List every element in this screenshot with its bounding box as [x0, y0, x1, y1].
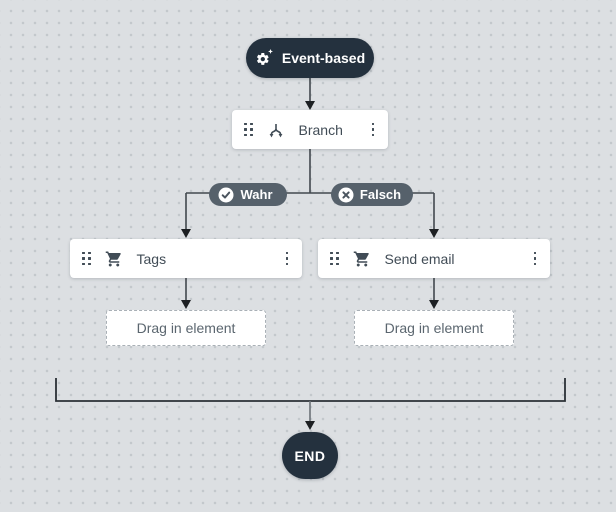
drag-handle-icon[interactable]: [330, 251, 339, 266]
edge-label-false: Falsch: [331, 183, 413, 206]
tags-label: Tags: [136, 250, 167, 267]
gear-sparkle-icon: [255, 48, 275, 68]
branch-split-icon: [267, 121, 285, 139]
end-node: END: [282, 432, 338, 479]
drag-handle-icon[interactable]: [82, 251, 91, 266]
drag-handle-icon[interactable]: [244, 122, 253, 137]
tags-menu-icon[interactable]: [284, 249, 291, 269]
dropzone-left-label: Drag in element: [136, 320, 236, 336]
x-circle-icon: [338, 187, 354, 203]
send-email-node[interactable]: Send email: [318, 239, 550, 278]
dropzone-right-label: Drag in element: [384, 320, 484, 336]
edge-label-true: Wahr: [209, 183, 287, 206]
send-email-label: Send email: [384, 250, 455, 267]
tags-node[interactable]: Tags: [70, 239, 302, 278]
shopping-cart-icon: [353, 250, 371, 268]
dropzone-right[interactable]: Drag in element: [354, 310, 514, 346]
branch-node[interactable]: Branch: [232, 110, 388, 149]
shopping-cart-icon: [105, 250, 123, 268]
branch-label: Branch: [298, 121, 343, 138]
edge-label-true-text: Wahr: [240, 187, 273, 202]
send-email-menu-icon[interactable]: [532, 249, 539, 269]
branch-menu-icon[interactable]: [370, 120, 377, 140]
check-circle-icon: [218, 187, 234, 203]
end-label: END: [294, 447, 326, 464]
trigger-label: Event-based: [281, 50, 366, 66]
dropzone-left[interactable]: Drag in element: [106, 310, 266, 346]
trigger-node[interactable]: Event-based: [246, 38, 374, 78]
edge-label-false-text: Falsch: [359, 187, 402, 202]
